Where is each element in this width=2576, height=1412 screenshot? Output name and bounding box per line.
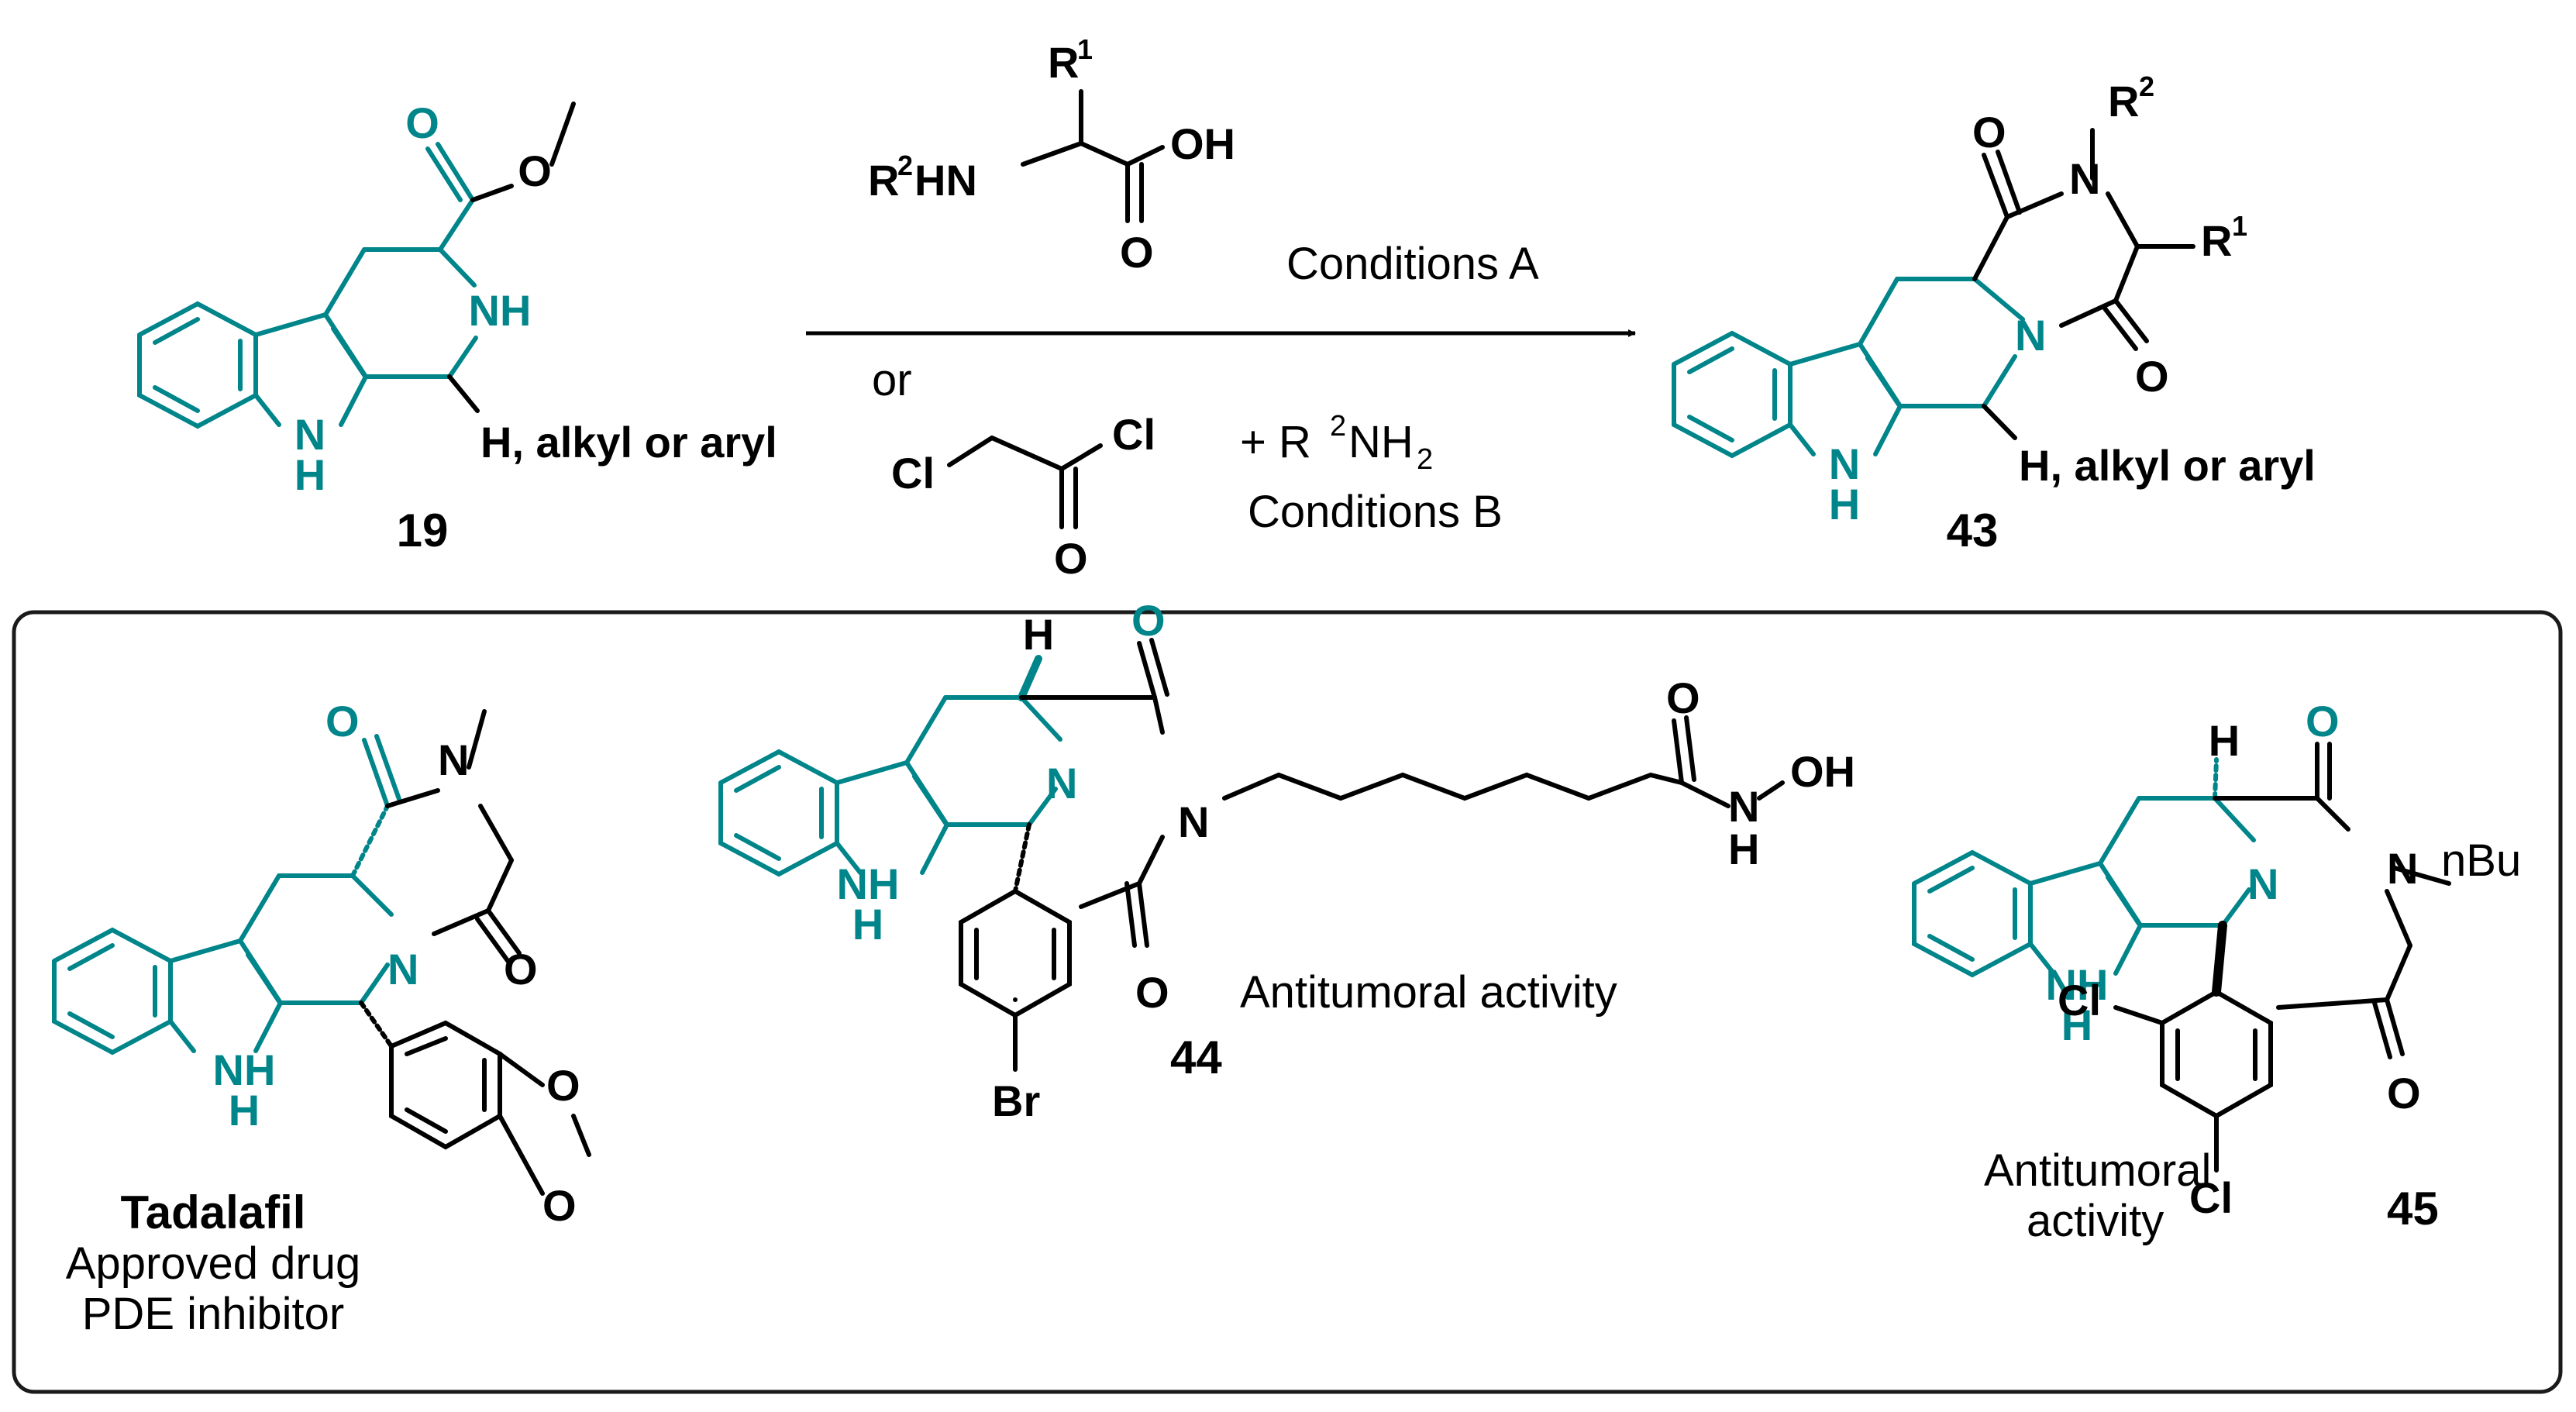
svg-text:Cl: Cl	[2058, 976, 2101, 1025]
svg-text:+ R: + R	[1240, 417, 1311, 467]
compound-44-labels: H O N N O NH H O N H OH Br 44 Antitumora…	[837, 596, 1855, 1125]
chloroacetyl-chloride	[947, 436, 1103, 529]
compound-45-structure	[1912, 742, 2451, 1173]
tadalafil-name: Tadalafil	[121, 1186, 306, 1238]
compound-19-labels: O O NH N H H, alkyl or aryl 19	[294, 98, 777, 556]
atom-n-bridge: N	[2015, 311, 2046, 360]
svg-text:Br: Br	[992, 1076, 1040, 1125]
substituent-label-43: H, alkyl or aryl	[2019, 441, 2316, 490]
svg-text:H: H	[1829, 480, 1860, 529]
atom-nh: NH	[469, 286, 532, 335]
svg-text:N: N	[1728, 782, 1759, 831]
compound-44-structure	[718, 638, 1785, 1072]
atom-n-indole: N	[294, 410, 325, 459]
svg-text:Cl: Cl	[2189, 1173, 2233, 1222]
svg-text:N: N	[1178, 797, 1209, 846]
amino-acid-labels: R 1 R 2 HN OH O	[868, 33, 1235, 277]
tadalafil-note-2: PDE inhibitor	[82, 1289, 344, 1339]
svg-text:N: N	[387, 945, 418, 994]
svg-text:H: H	[2209, 716, 2240, 765]
svg-text:1: 1	[2232, 210, 2247, 242]
svg-text:O: O	[542, 1181, 577, 1230]
svg-text:OH: OH	[1790, 747, 1855, 796]
compound-number-43: 43	[1947, 505, 1999, 556]
tadalafil-labels: O N N O NH H O O Tadalafil Approved drug…	[66, 697, 580, 1339]
svg-text:O: O	[2387, 1069, 2421, 1118]
svg-text:H: H	[1023, 610, 1054, 659]
svg-text:H: H	[229, 1086, 260, 1135]
compound-45-labels: H O N nBu N O NH H Cl Cl 45 Antitumoral …	[1984, 697, 2521, 1246]
amino-acid-reagent	[1021, 89, 1165, 223]
tadalafil-structure	[52, 709, 591, 1196]
compound-number-44: 44	[1170, 1031, 1222, 1083]
c45-activity-note-2: activity	[2027, 1196, 2164, 1246]
compound-number-45: 45	[2387, 1183, 2439, 1235]
conditions-b: Conditions B	[1248, 487, 1503, 537]
conditions-a: Conditions A	[1286, 239, 1539, 289]
atom-o-bottom: O	[2135, 352, 2169, 401]
svg-text:H: H	[852, 900, 883, 949]
svg-text:NH: NH	[837, 859, 900, 908]
svg-text:H: H	[2061, 1000, 2092, 1049]
svg-text:N: N	[1829, 439, 1860, 488]
atom-r2: R	[868, 156, 899, 205]
compound-43-labels: O N R 2 R 1 N O N H H, alkyl or aryl 43	[1829, 71, 2316, 556]
atom-hn: HN	[914, 156, 977, 205]
svg-text:NH: NH	[213, 1045, 276, 1094]
svg-text:O: O	[325, 697, 360, 746]
svg-text:N: N	[2387, 844, 2418, 893]
compound-43-structure	[1672, 128, 2195, 459]
svg-text:N: N	[2247, 859, 2278, 908]
atom-o-top: O	[1972, 108, 2006, 157]
atom-o-carbonyl: O	[405, 98, 439, 147]
svg-text:O: O	[504, 945, 538, 994]
svg-text:2: 2	[897, 150, 913, 181]
svg-text:N: N	[438, 735, 469, 784]
atom-oh: OH	[1170, 119, 1235, 168]
svg-text:NH: NH	[1348, 417, 1414, 467]
compound-19-structure	[137, 102, 576, 429]
svg-text:O: O	[2306, 697, 2340, 746]
atom-o-acid: O	[1120, 228, 1154, 277]
svg-text:2: 2	[1330, 410, 1346, 443]
atom-r1: R	[1048, 38, 1079, 87]
atom-r2-product: R	[2108, 77, 2139, 126]
svg-text:N: N	[1046, 759, 1077, 808]
svg-text:O: O	[546, 1061, 580, 1110]
svg-text:NH: NH	[2046, 960, 2109, 1009]
atom-cl-left: Cl	[891, 449, 935, 498]
atom-o-acyl: O	[1054, 534, 1088, 583]
atom-h-indole: H	[294, 450, 325, 499]
atom-cl-right: Cl	[1112, 410, 1155, 459]
conditions-b-reagent: + R 2 NH 2	[1240, 410, 1433, 476]
atom-o-ester: O	[518, 146, 552, 195]
svg-text:H: H	[1728, 825, 1759, 873]
compound-number-19: 19	[397, 505, 449, 556]
c45-activity-note-1: Antitumoral	[1984, 1145, 2211, 1196]
svg-text:O: O	[1666, 673, 1700, 722]
atom-nbu: nBu	[2441, 835, 2521, 886]
or-label: or	[872, 355, 912, 405]
atom-n-amide: N	[2069, 154, 2100, 203]
svg-text:2: 2	[2139, 71, 2154, 102]
c44-activity-note: Antitumoral activity	[1240, 967, 1617, 1018]
svg-text:2: 2	[1417, 443, 1433, 476]
svg-text:O: O	[1135, 968, 1169, 1017]
atom-r1-product: R	[2201, 216, 2232, 265]
tadalafil-note-1: Approved drug	[66, 1238, 360, 1289]
examples-frame	[12, 610, 2563, 1394]
svg-text:O: O	[1131, 596, 1166, 645]
substituent-label-19: H, alkyl or aryl	[480, 418, 777, 467]
svg-text:1: 1	[1077, 33, 1093, 65]
